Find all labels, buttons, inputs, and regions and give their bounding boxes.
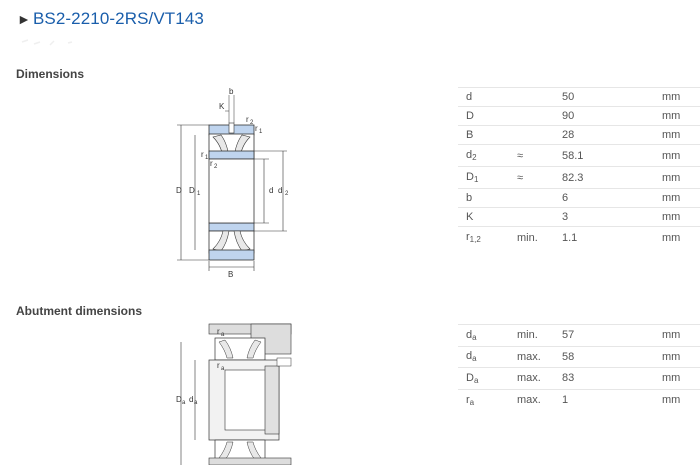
- svg-text:a: a: [182, 400, 186, 406]
- svg-text:1: 1: [197, 191, 201, 197]
- svg-text:r: r: [246, 115, 249, 124]
- product-designation: BS2-2210-2RS/VT143: [32, 9, 204, 28]
- svg-text:D: D: [189, 186, 195, 195]
- svg-text:1: 1: [205, 155, 209, 161]
- title-arrow-icon: ►: [17, 11, 31, 27]
- svg-text:r: r: [217, 327, 220, 336]
- svg-text:2: 2: [214, 164, 218, 170]
- svg-text:d: d: [278, 186, 282, 195]
- svg-text:a: a: [194, 400, 198, 406]
- abutment-dimensions-drawing: D a d a r a r a: [176, 323, 292, 465]
- dimensions-heading: Dimensions: [16, 67, 85, 81]
- svg-text:D: D: [176, 395, 182, 404]
- bearing-dimensions-drawing: B D D 1 d d 2 b K r 2 r 1 r 1 r 2: [176, 87, 289, 279]
- svg-text:d: d: [189, 395, 193, 404]
- svg-text:r: r: [217, 361, 220, 370]
- svg-text:a: a: [221, 332, 225, 338]
- svg-text:D: D: [176, 186, 182, 195]
- svg-text:b: b: [229, 87, 234, 96]
- svg-text:a: a: [221, 366, 225, 372]
- svg-text:2: 2: [250, 120, 254, 126]
- faded-watermark: [21, 39, 73, 46]
- svg-text:B: B: [228, 270, 233, 279]
- svg-text:r: r: [210, 159, 213, 168]
- svg-text:2: 2: [285, 191, 289, 197]
- abutment-dimensions-heading: Abutment dimensions: [16, 304, 143, 318]
- svg-text:r: r: [255, 124, 258, 133]
- svg-text:r: r: [201, 150, 204, 159]
- svg-text:K: K: [219, 102, 225, 111]
- product-title: ► BS2-2210-2RS/VT143: [17, 9, 204, 29]
- svg-text:1: 1: [259, 129, 263, 135]
- svg-text:d: d: [269, 186, 273, 195]
